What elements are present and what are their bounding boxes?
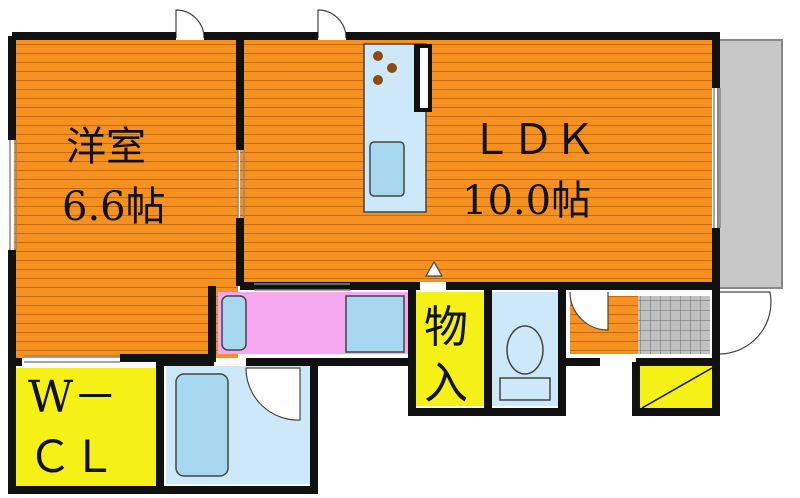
door-swing — [717, 291, 772, 355]
stove-burner — [373, 75, 383, 85]
toilet-tank — [499, 377, 551, 401]
ldk-room-size: 10.0帖 — [462, 178, 591, 224]
washing-machine — [345, 295, 405, 353]
toilet-bowl — [506, 325, 544, 375]
entry-arrow — [424, 260, 444, 277]
stove-burner — [387, 63, 397, 73]
walls — [8, 32, 720, 494]
entrance-tiles — [638, 296, 710, 354]
walkin-closet — [14, 368, 156, 486]
door-swing — [245, 367, 301, 421]
window-marks — [9, 88, 721, 363]
kitchen-partition-inner — [420, 48, 428, 108]
ldk-floor — [240, 40, 712, 282]
storage-label-bottom: 入 — [424, 358, 468, 409]
kitchen-sink — [369, 141, 405, 197]
ldk-room-name: ＬＤＫ — [470, 115, 596, 164]
storage-label-top: 物 — [424, 302, 468, 353]
shoe-box-diagonal — [641, 367, 713, 409]
storage-room — [416, 292, 484, 406]
bathtub — [175, 373, 229, 477]
balcony — [717, 39, 783, 289]
walkin-closet-label-bottom: ＣＬ — [28, 432, 116, 483]
western-room-name: 洋室 — [66, 124, 146, 170]
door-swing — [569, 291, 609, 331]
door-swing — [175, 9, 205, 39]
walkin-closet-label-top: W－ — [28, 372, 117, 423]
washbasin — [221, 295, 247, 351]
western-room-floor — [14, 40, 238, 358]
stove-burner — [373, 51, 383, 61]
door-swing — [317, 9, 347, 39]
western-room-size: 6.6帖 — [62, 184, 166, 230]
